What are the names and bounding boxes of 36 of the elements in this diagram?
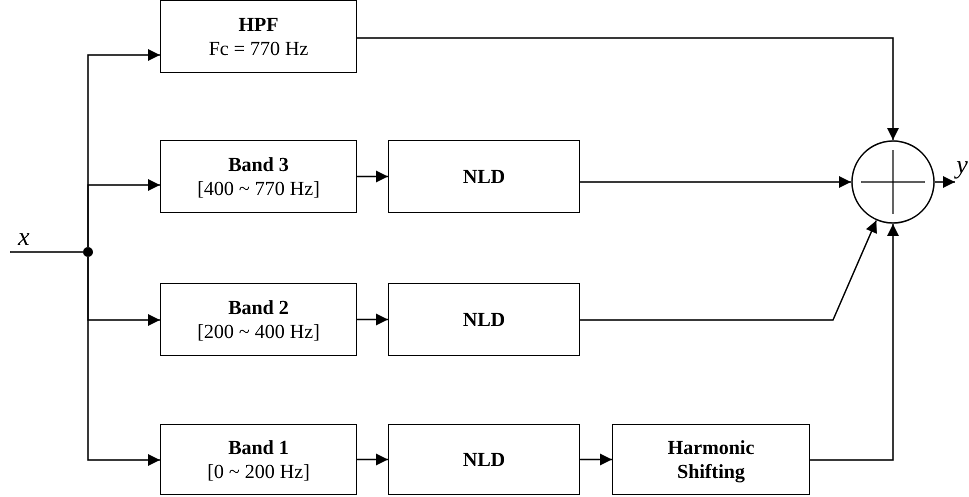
arrow: [810, 224, 899, 461]
signal-label: x: [18, 222, 30, 252]
block-title: HPF: [238, 12, 278, 36]
block-text: [200 ~ 400 Hz]: [197, 320, 320, 344]
line: [10, 251, 83, 253]
arrow: [87, 257, 160, 466]
block-title: Harmonic Shifting: [666, 436, 756, 484]
arrow: [935, 176, 955, 188]
block-box: [160, 0, 357, 73]
block-title: NLD: [462, 448, 506, 472]
arrow: [580, 454, 612, 466]
block-text: [0 ~ 200 Hz]: [207, 460, 310, 484]
block-box: [160, 140, 357, 213]
block-box: [160, 424, 357, 495]
summing-junction: [851, 140, 935, 224]
block-title: NLD: [462, 164, 506, 188]
arrow: [357, 314, 388, 326]
block-box: [388, 424, 580, 495]
block-box: [388, 283, 580, 356]
block-box: [388, 140, 580, 213]
block-box: [612, 424, 810, 495]
arrow: [357, 454, 388, 466]
arrow: [357, 170, 388, 182]
arrow: [580, 176, 851, 188]
block-title: NLD: [462, 308, 506, 332]
block-text: [400 ~ 770 Hz]: [197, 176, 320, 200]
arrow: [87, 179, 160, 247]
junction-dot: [83, 247, 93, 257]
arrow: [580, 220, 877, 321]
signal-label: y: [956, 150, 968, 180]
block-title: Band 2: [228, 296, 289, 320]
arrow: [357, 37, 899, 140]
block-title: Band 3: [228, 152, 289, 176]
block-title: Band 1: [228, 436, 289, 460]
block-text: Fc = 770 Hz: [208, 36, 308, 60]
block-box: [160, 283, 357, 356]
